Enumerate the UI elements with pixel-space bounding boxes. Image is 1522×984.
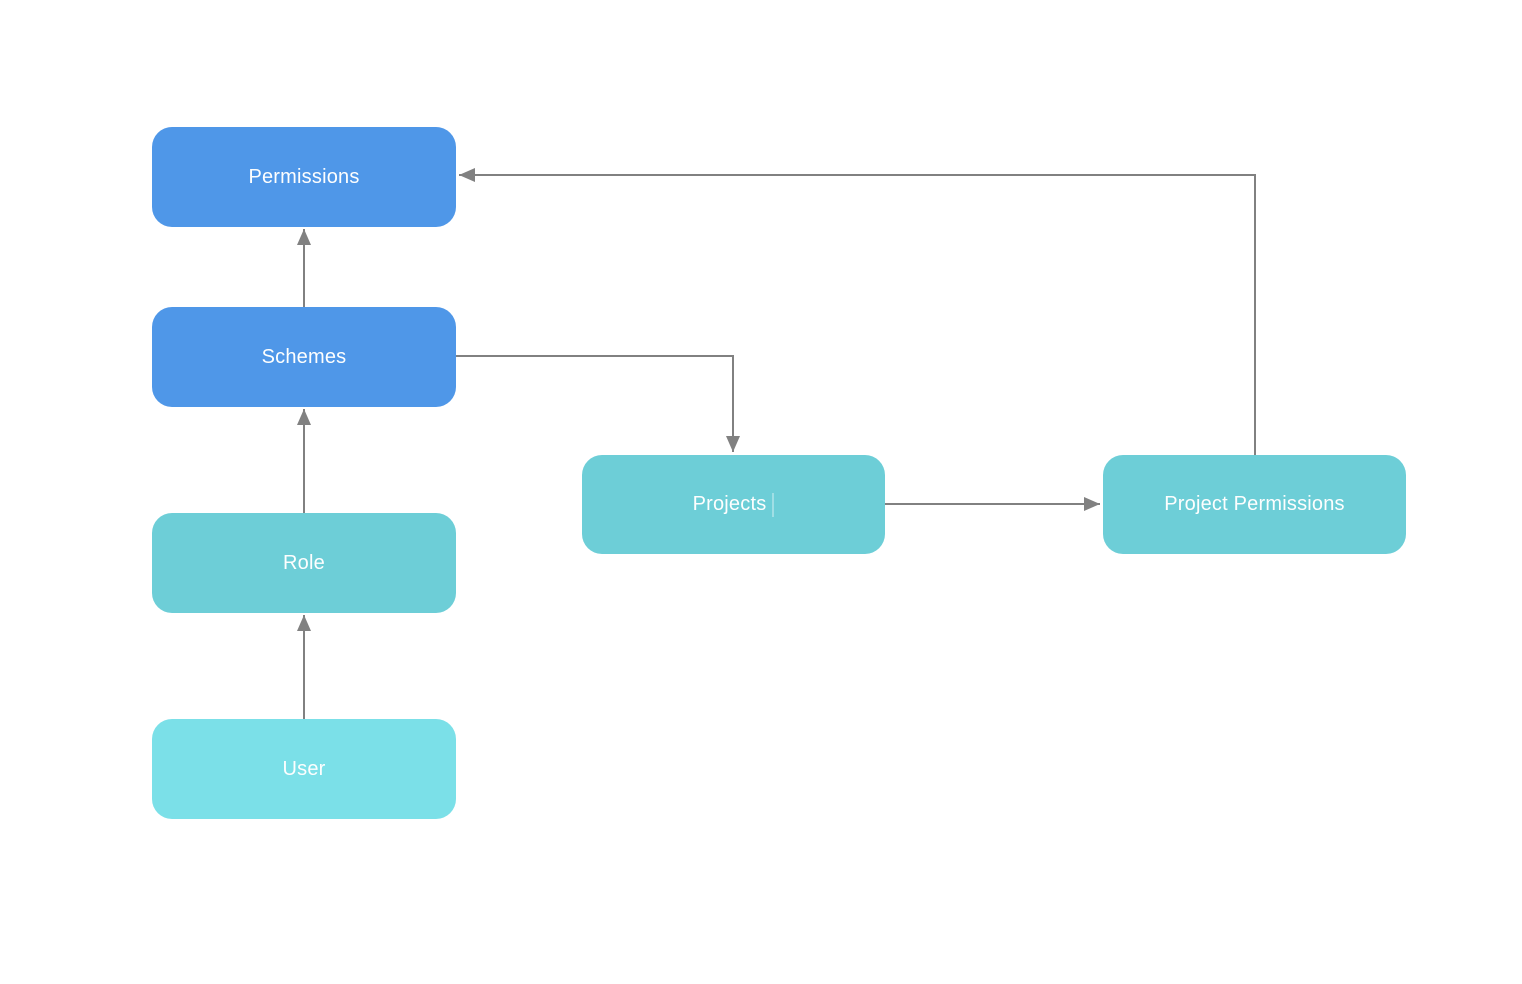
connector-schemes-to-projects [456, 355, 740, 452]
node-role-label: Role [283, 551, 325, 574]
node-permissions-label: Permissions [248, 165, 360, 188]
node-permissions[interactable]: Permissions [152, 127, 456, 227]
node-schemes-label: Schemes [261, 345, 347, 368]
node-project-permissions-label: Project Permissions [1164, 493, 1345, 515]
connector-project-permissions-to-permissions [459, 168, 1256, 455]
node-user-label: User [282, 757, 326, 780]
node-projects[interactable]: Projects [582, 455, 885, 554]
node-projects-label: Projects [692, 493, 767, 515]
node-schemes[interactable]: Schemes [152, 307, 456, 407]
node-project-permissions[interactable]: Project Permissions [1103, 455, 1406, 554]
node-user[interactable]: User [152, 719, 456, 819]
text-cursor [772, 492, 775, 517]
node-role[interactable]: Role [152, 513, 456, 613]
connector-arrows [297, 168, 1256, 719]
